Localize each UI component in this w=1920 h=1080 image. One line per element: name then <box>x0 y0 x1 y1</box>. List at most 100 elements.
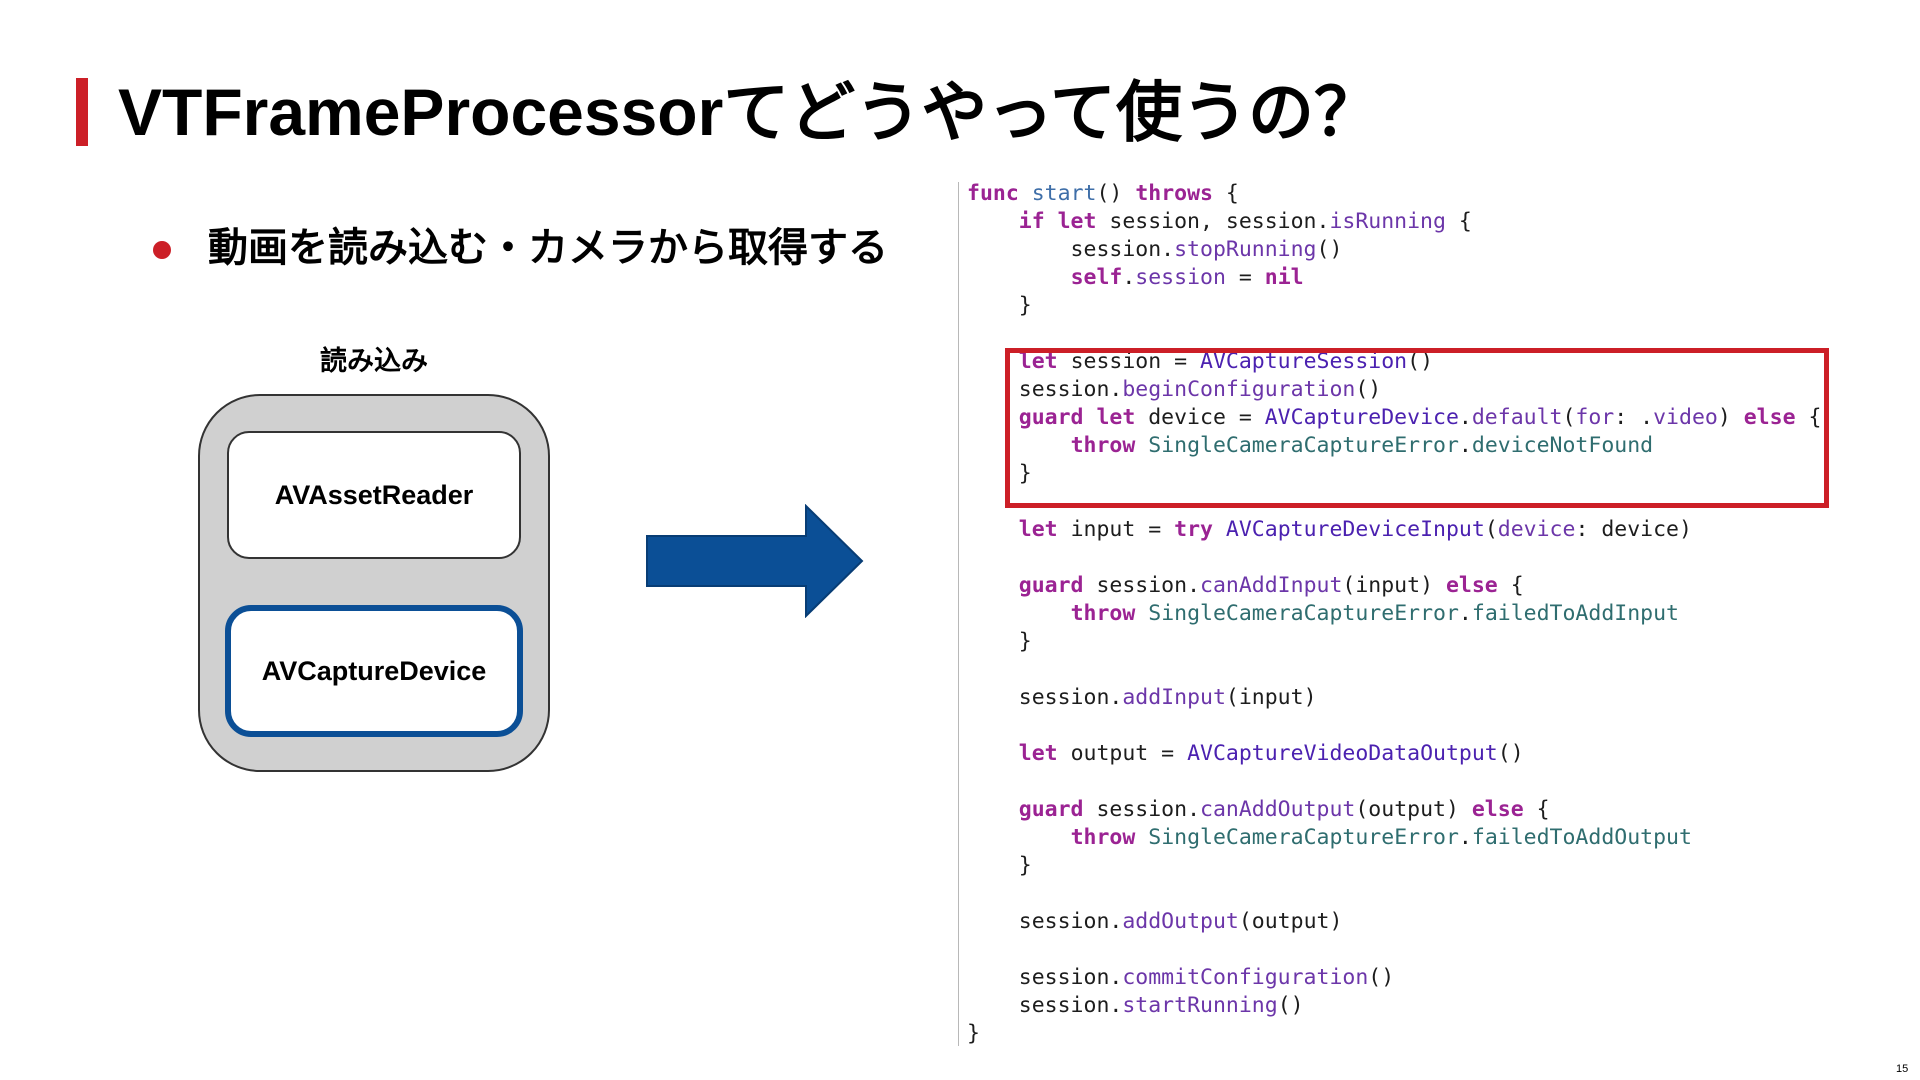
code-token: else <box>1471 797 1524 822</box>
code-token: . <box>1122 265 1136 290</box>
code-token: } <box>967 293 1032 318</box>
code-token: addOutput <box>1122 909 1239 934</box>
code-block: func start() throws { if let session, se… <box>967 180 1821 1048</box>
code-token: let <box>1018 741 1058 766</box>
code-token: AVCaptureDevice <box>1264 405 1459 430</box>
code-line <box>967 936 1821 964</box>
code-token: () <box>1277 993 1304 1018</box>
code-token: (output) <box>1355 797 1472 822</box>
code-token: canAddOutput <box>1200 797 1356 822</box>
code-token: guard <box>1018 573 1084 598</box>
code-token: session. <box>1083 573 1201 598</box>
code-token: canAddInput <box>1200 573 1343 598</box>
code-token: SingleCameraCaptureError <box>1148 601 1459 626</box>
code-line: } <box>967 292 1821 320</box>
code-token: session. <box>967 237 1175 262</box>
code-token: let <box>1018 349 1058 374</box>
code-token: { <box>1523 797 1550 822</box>
code-line <box>967 880 1821 908</box>
code-token: () <box>1355 377 1382 402</box>
code-token: for <box>1575 405 1615 430</box>
code-token <box>1135 825 1148 850</box>
code-token: device = <box>1135 405 1265 430</box>
code-token: session <box>1135 265 1226 290</box>
code-token: } <box>967 629 1032 654</box>
code-token: stopRunning <box>1174 237 1317 262</box>
code-token: input = <box>1057 517 1175 542</box>
code-token: (input) <box>1342 573 1446 598</box>
asset-reader-box: AVAssetReader <box>227 431 521 559</box>
code-token: failedToAddInput <box>1471 601 1679 626</box>
code-token: SingleCameraCaptureError <box>1148 433 1459 458</box>
code-token: output = <box>1057 741 1188 766</box>
code-token: } <box>967 853 1032 878</box>
code-line: throw SingleCameraCaptureError.deviceNot… <box>967 432 1821 460</box>
code-token: nil <box>1264 265 1304 290</box>
code-token: () <box>1497 741 1524 766</box>
code-highlight-box <box>1005 348 1829 508</box>
code-token <box>967 209 1019 234</box>
code-token: throw <box>1070 433 1136 458</box>
code-token: . <box>1458 433 1472 458</box>
code-token: guard let <box>1018 405 1136 430</box>
code-token: beginConfiguration <box>1122 377 1356 402</box>
code-token <box>967 573 1019 598</box>
code-token: session. <box>1083 797 1201 822</box>
code-token: commitConfiguration <box>1122 965 1369 990</box>
code-token: { <box>1795 405 1822 430</box>
code-token: session. <box>967 965 1123 990</box>
code-token: session. <box>967 993 1123 1018</box>
code-token: (output) <box>1238 909 1343 934</box>
code-token: () <box>1407 349 1434 374</box>
code-line: throw SingleCameraCaptureError.failedToA… <box>967 600 1821 628</box>
code-token: session. <box>967 685 1123 710</box>
code-token: AVCaptureVideoDataOutput <box>1187 741 1498 766</box>
code-line: session.startRunning() <box>967 992 1821 1020</box>
code-line <box>967 544 1821 572</box>
code-line: session.addInput(input) <box>967 684 1821 712</box>
code-token: func <box>967 181 1019 206</box>
code-line: guard session.canAddOutput(output) else … <box>967 796 1821 824</box>
code-token: (input) <box>1225 685 1317 710</box>
code-token: . <box>1458 405 1472 430</box>
code-token: SingleCameraCaptureError <box>1148 825 1459 850</box>
code-line: let output = AVCaptureVideoDataOutput() <box>967 740 1821 768</box>
code-token: session. <box>967 909 1123 934</box>
arrow-shape <box>646 504 864 618</box>
code-line <box>967 320 1821 348</box>
code-token: startRunning <box>1122 993 1278 1018</box>
code-token: let <box>1018 517 1058 542</box>
code-token: else <box>1445 573 1498 598</box>
code-token: . <box>1458 601 1472 626</box>
code-line: self.session = nil <box>967 264 1821 292</box>
capture-device-box: AVCaptureDevice <box>225 605 523 737</box>
code-token: { <box>1497 573 1524 598</box>
code-token: else <box>1743 405 1796 430</box>
code-token <box>967 517 1019 542</box>
code-token: video <box>1653 405 1718 430</box>
code-token: ) <box>1717 405 1744 430</box>
code-token: session, session. <box>1096 209 1330 234</box>
code-line: session.stopRunning() <box>967 236 1821 264</box>
code-token: ( <box>1484 517 1498 542</box>
code-line: } <box>967 1020 1821 1048</box>
code-line: } <box>967 628 1821 656</box>
code-line: } <box>967 460 1821 488</box>
code-token: () <box>1316 237 1343 262</box>
code-line <box>967 768 1821 796</box>
bullet-marker <box>153 241 171 259</box>
code-line: guard let device = AVCaptureDevice.defau… <box>967 404 1822 432</box>
code-token: { <box>1445 209 1472 234</box>
code-line <box>967 656 1821 684</box>
code-line: session.commitConfiguration() <box>967 964 1821 992</box>
code-token: ( <box>1562 405 1576 430</box>
code-token: device <box>1497 517 1576 542</box>
code-token: throw <box>1070 825 1136 850</box>
code-token: AVCaptureDeviceInput <box>1225 517 1485 542</box>
code-token <box>1019 181 1032 206</box>
code-token: failedToAddOutput <box>1471 825 1692 850</box>
code-token: self <box>1070 265 1123 290</box>
code-token: if let <box>1018 209 1097 234</box>
code-token: . <box>1458 825 1472 850</box>
code-token: = <box>1225 265 1265 290</box>
